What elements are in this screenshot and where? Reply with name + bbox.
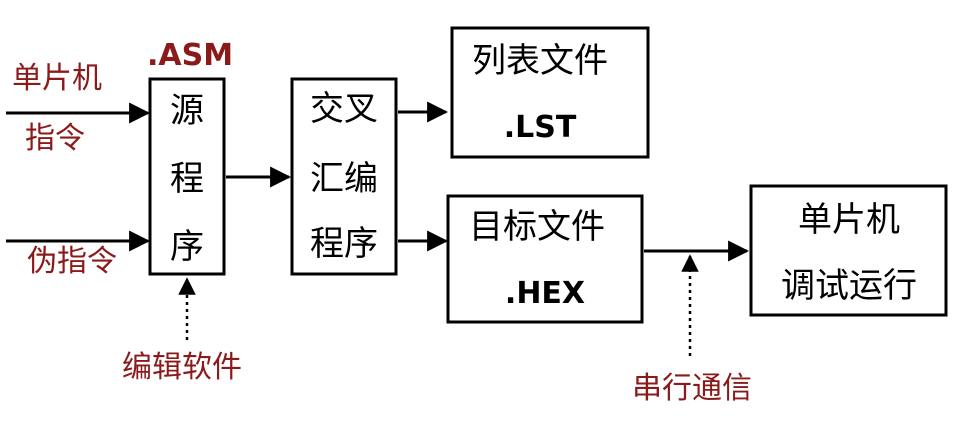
pseudo-instruction-label: 伪指令 <box>27 244 117 279</box>
asm-extension-label: .ASM <box>147 38 233 73</box>
target-file-title: 目标文件 <box>469 207 605 247</box>
mcu-box-line-1: 单片机 <box>798 200 900 240</box>
cross-assembler-box <box>290 77 398 276</box>
source-box-char-2: 程 <box>170 159 204 199</box>
target-file-ext: .HEX <box>505 276 585 311</box>
source-box-char-1: 源 <box>170 91 204 131</box>
serial-comm-label: 串行通信 <box>632 371 752 406</box>
target-file-box <box>446 194 644 324</box>
list-file-title: 列表文件 <box>472 41 608 81</box>
source-program-box <box>148 77 226 276</box>
source-box-char-3: 序 <box>170 227 204 267</box>
editor-software-label: 编辑软件 <box>122 350 242 385</box>
list-file-box <box>450 26 650 159</box>
list-file-ext: .LST <box>504 110 577 145</box>
assembler-line-1: 交叉 <box>310 89 378 129</box>
assembler-line-3: 程序 <box>310 224 378 264</box>
mcu-instruction-label-line1: 单片机 <box>12 61 102 96</box>
mcu-instruction-label-line2: 指令 <box>25 121 85 156</box>
mcu-debug-box <box>749 184 948 317</box>
mcu-box-line-2: 调试运行 <box>781 266 917 306</box>
assembler-line-2: 汇编 <box>310 159 378 199</box>
